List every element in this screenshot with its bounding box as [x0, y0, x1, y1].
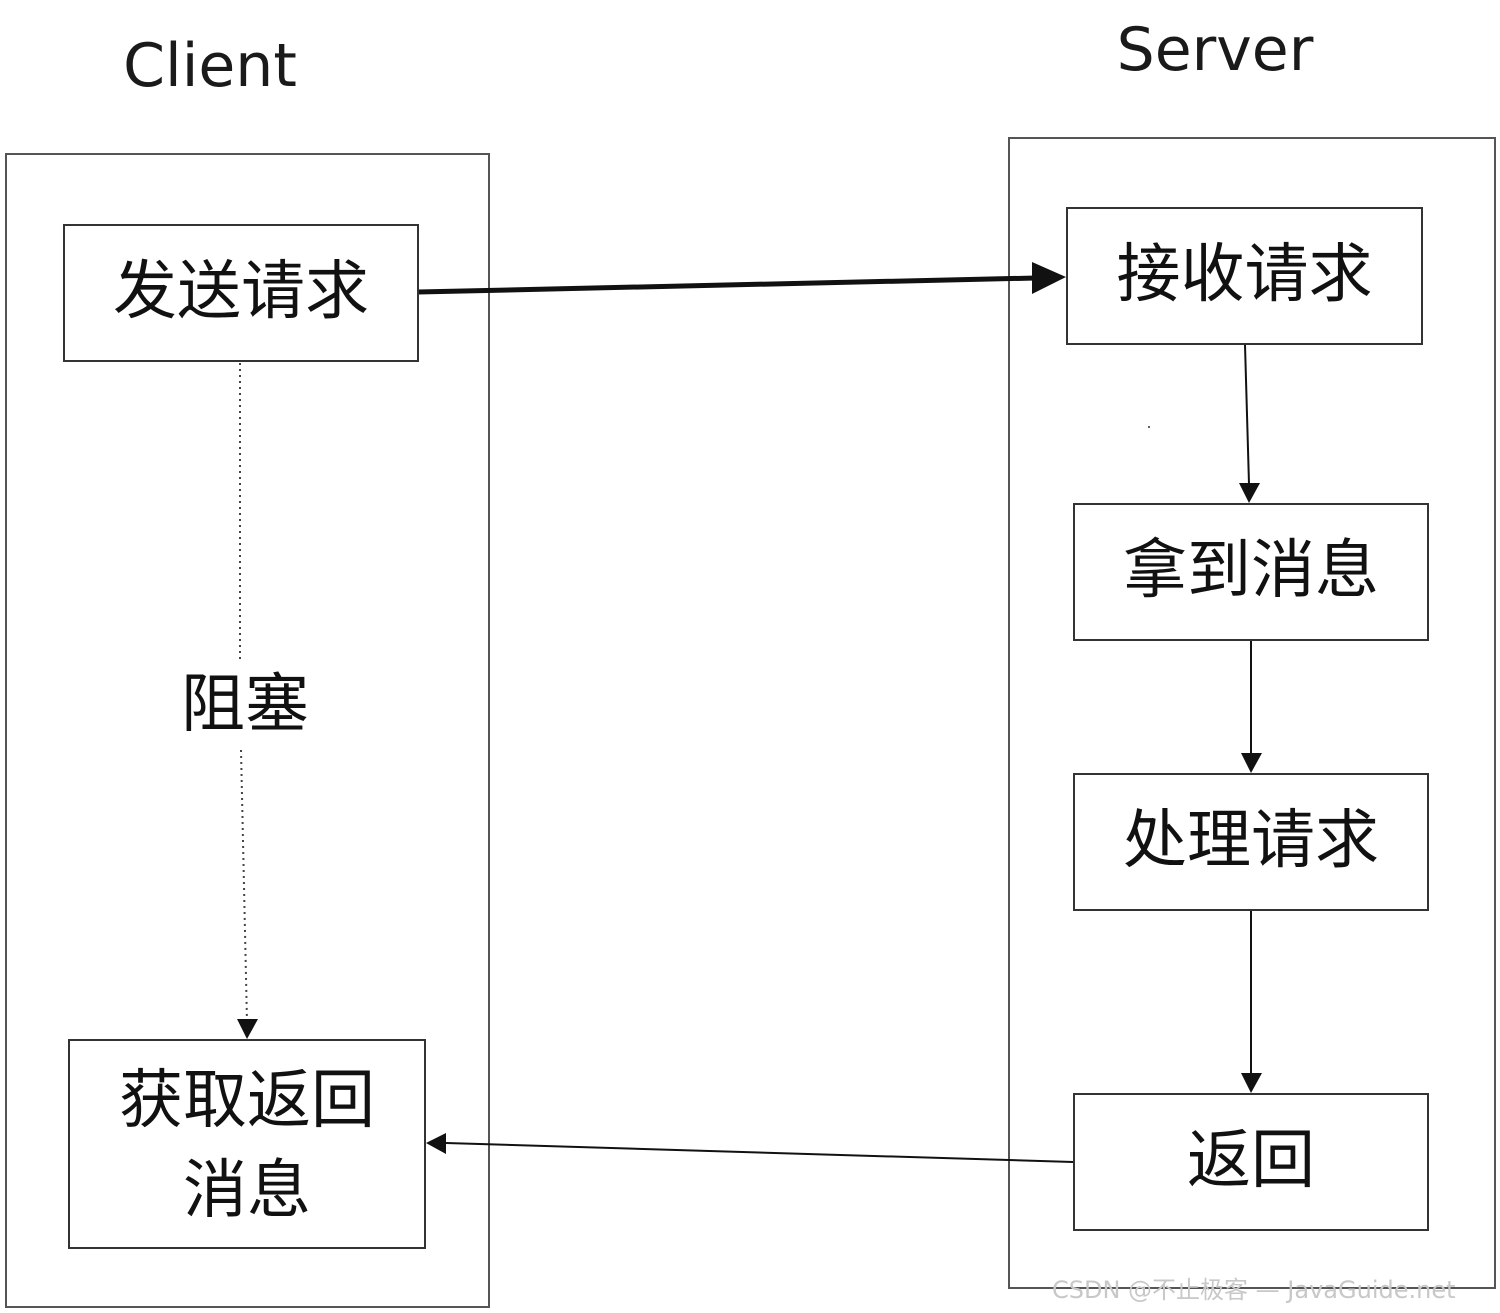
get-response-box: 获取返回 消息 [68, 1039, 426, 1249]
send-request-box: 发送请求 [63, 224, 419, 362]
watermark: CSDN @不止极客 — JavaGuide.net [1052, 1276, 1456, 1304]
receive-request-box: 接收请求 [1066, 207, 1423, 345]
request-arrow [417, 262, 1066, 295]
response-arrow [426, 1133, 1074, 1163]
blocking-label: 阻塞 [150, 660, 340, 750]
blocking-dotted-arrow [237, 363, 258, 1039]
get-message-box: 拿到消息 [1073, 503, 1429, 641]
return-box: 返回 [1073, 1093, 1429, 1231]
stray-dot [1148, 426, 1150, 428]
client-column-title: Client [123, 31, 297, 101]
server-column-title: Server [1116, 15, 1314, 85]
client-swimlane [5, 153, 490, 1308]
get-to-process-arrow [1241, 641, 1262, 773]
server-swimlane [1008, 137, 1496, 1289]
receive-to-get-arrow [1239, 344, 1260, 503]
process-request-box: 处理请求 [1073, 773, 1429, 911]
process-to-return-arrow [1241, 911, 1262, 1093]
